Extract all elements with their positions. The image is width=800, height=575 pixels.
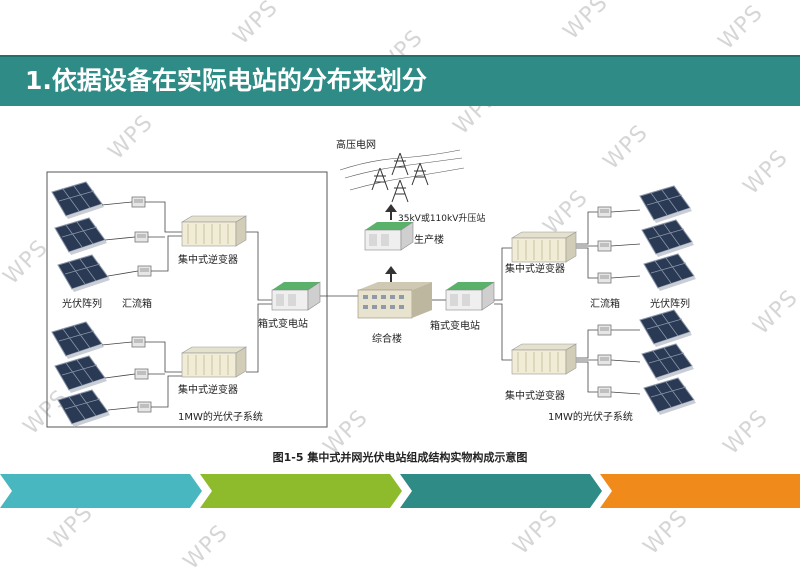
- box-transformer: [445, 281, 495, 311]
- complex-building-label: 综合楼: [372, 332, 402, 345]
- pv-panel: [51, 321, 105, 360]
- combiner-box: [597, 206, 612, 218]
- central-inverter: [181, 346, 247, 378]
- right-inverter-bottom-label: 集中式逆变器: [505, 389, 565, 402]
- pv-panel: [51, 181, 105, 220]
- pv-panel: [639, 309, 693, 348]
- pv-panel: [57, 389, 111, 428]
- grid-label: 高压电网: [336, 138, 376, 151]
- left-inverter-top-label: 集中式逆变器: [178, 253, 238, 266]
- right-pv-array-label: 光伏阵列: [650, 297, 690, 310]
- combiner-box: [131, 336, 146, 348]
- production-building: [364, 221, 414, 251]
- combiner-box: [137, 265, 152, 277]
- page-title: 1.依据设备在实际电站的分布来划分: [25, 66, 427, 95]
- chevron-band: [0, 474, 800, 508]
- left-combiner-label: 汇流箱: [122, 297, 152, 310]
- title-banner: 1.依据设备在实际电站的分布来划分: [0, 55, 800, 106]
- left-pv-array-label: 光伏阵列: [62, 297, 102, 310]
- combiner-box: [597, 354, 612, 366]
- central-inverter: [511, 343, 577, 375]
- left-subsystem-frame: [46, 171, 328, 428]
- pv-panel: [54, 355, 108, 394]
- right-wiring: [494, 209, 641, 395]
- combiner-box: [134, 368, 149, 380]
- central-inverter: [181, 215, 247, 247]
- complex-building: [357, 282, 432, 319]
- up-arrow: [385, 204, 397, 212]
- combiner-box: [597, 324, 612, 336]
- chevron-segment: [0, 474, 202, 508]
- combiner-box: [597, 240, 612, 252]
- pv-panel: [639, 185, 693, 224]
- up-arrow: [385, 266, 397, 274]
- production-building-label: 生产楼: [414, 233, 444, 246]
- pv-panel: [54, 217, 108, 256]
- substation-label: 35kV或110kV升压站: [398, 212, 485, 224]
- combiner-box: [131, 196, 146, 208]
- combiner-box: [134, 231, 149, 243]
- pv-panel: [57, 254, 111, 293]
- combiner-box: [597, 272, 612, 284]
- figure-caption: 图1-5 集中式并网光伏电站组成结构实物构成示意图: [272, 451, 528, 464]
- right-subsystem-label: 1MW的光伏子系统: [548, 410, 633, 423]
- pv-panel: [643, 377, 697, 416]
- high-voltage-grid: [339, 149, 465, 203]
- left-box-transformer-label: 箱式变电站: [258, 317, 308, 330]
- combiner-box: [597, 386, 612, 398]
- chevron-segment: [400, 474, 602, 508]
- left-subsystem-label: 1MW的光伏子系统: [178, 410, 263, 423]
- pv-panel: [641, 219, 695, 258]
- central-inverter: [511, 231, 577, 263]
- pv-panel: [641, 343, 695, 382]
- left-wiring: [101, 201, 358, 411]
- left-inverter-bottom-label: 集中式逆变器: [178, 383, 238, 396]
- box-transformer: [271, 281, 321, 311]
- right-combiner-label: 汇流箱: [590, 297, 620, 310]
- right-inverter-top-label: 集中式逆变器: [505, 262, 565, 275]
- chevron-segment: [600, 474, 800, 508]
- combiner-box: [137, 401, 152, 413]
- chevron-segment: [200, 474, 402, 508]
- pv-panel: [643, 253, 697, 292]
- right-box-transformer-label: 箱式变电站: [430, 319, 480, 332]
